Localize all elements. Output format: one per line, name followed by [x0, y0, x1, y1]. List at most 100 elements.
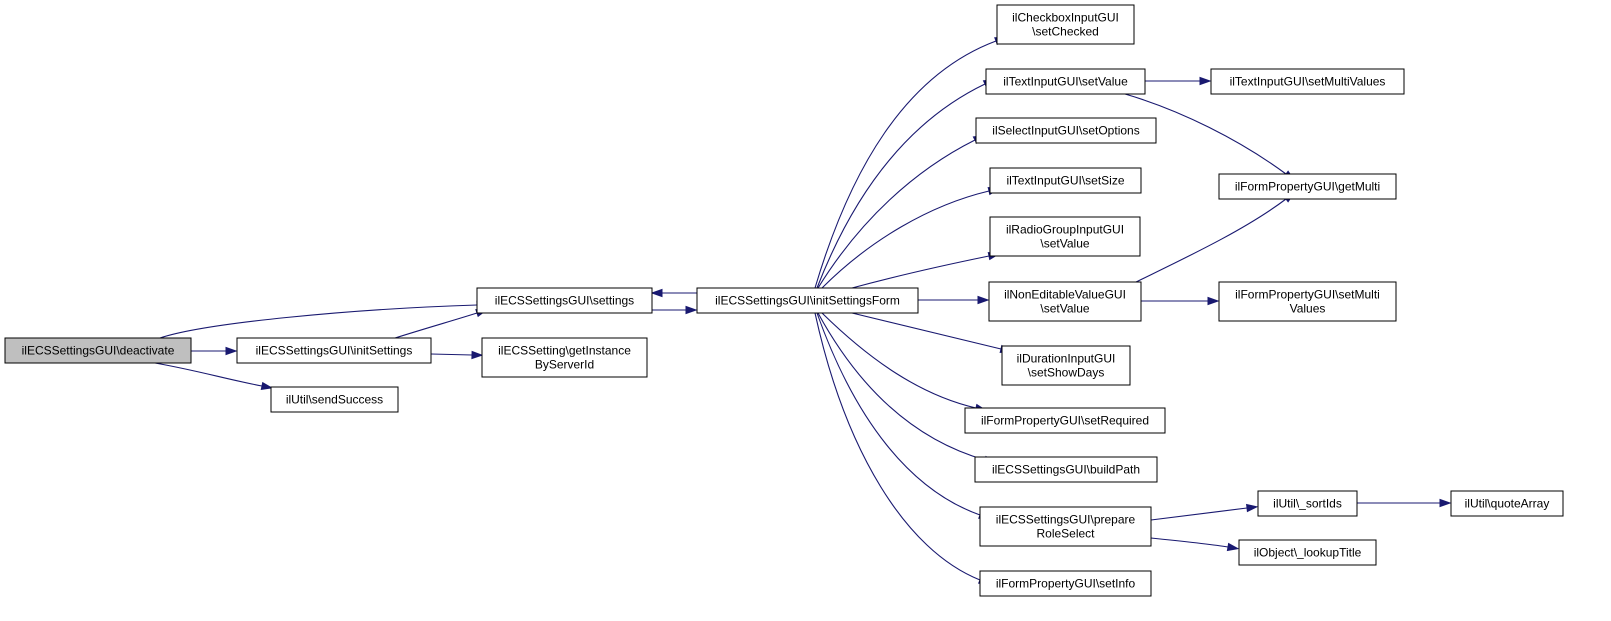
edge-initSettingsForm-to-setShowDays [851, 312, 1013, 353]
node-box [1450, 490, 1564, 517]
node-label: \setChecked [1032, 25, 1099, 39]
node-initSettingsForm[interactable]: ilECSSettingsGUI\initSettingsForm [696, 287, 919, 314]
node-label: ilNonEditableValueGUI [1004, 288, 1126, 302]
node-setMultiValues[interactable]: ilTextInputGUI\setMultiValues [1210, 68, 1405, 95]
node-box [964, 407, 1166, 434]
node-setRequired[interactable]: ilFormPropertyGUI\setRequired [964, 407, 1166, 434]
edge-nonEditSetValue-to-fpSetMultiValues [1141, 296, 1220, 306]
node-box [989, 167, 1142, 194]
node-setChecked[interactable]: ilCheckboxInputGUI\setChecked [996, 4, 1135, 45]
node-label: ilECSSetting\getInstance [498, 344, 631, 358]
edge-initSettingsForm-to-setInfo [814, 312, 991, 585]
node-setInfo[interactable]: ilFormPropertyGUI\setInfo [979, 570, 1152, 597]
node-sortIds[interactable]: ilUtil\_sortIds [1257, 490, 1358, 517]
node-buildPath[interactable]: ilECSSettingsGUI\buildPath [974, 456, 1158, 483]
node-box [989, 216, 1141, 257]
edge-initSettingsForm-to-setRequired [821, 312, 988, 412]
node-label: Values [1290, 302, 1326, 316]
node-label: ilECSSettingsGUI\deactivate [22, 344, 175, 358]
edge-arrowhead [1246, 503, 1259, 513]
node-box [1218, 173, 1397, 200]
node-initSettings[interactable]: ilECSSettingsGUI\initSettings [236, 337, 432, 364]
edge-deactivate-to-initSettings [191, 346, 238, 356]
edge-sortIds-to-quoteArray [1357, 498, 1452, 508]
node-setOptions[interactable]: ilSelectInputGUI\setOptions [975, 117, 1157, 144]
edge-line [816, 312, 981, 516]
node-nonEditSetValue[interactable]: ilNonEditableValueGUI\setValue [988, 281, 1142, 322]
node-label: ilFormPropertyGUI\setRequired [981, 414, 1149, 428]
edge-line [1124, 93, 1287, 175]
node-sendSuccess[interactable]: ilUtil\sendSuccess [270, 386, 399, 413]
edge-arrowhead [1439, 498, 1452, 508]
node-setShowDays[interactable]: ilDurationInputGUI\setShowDays [1001, 345, 1131, 386]
node-radioSetValue[interactable]: ilRadioGroupInputGUI\setValue [989, 216, 1141, 257]
edge-line [1150, 507, 1248, 521]
node-box [975, 117, 1157, 144]
edge-initSettingsForm-to-radioSetValue [851, 252, 1001, 289]
edge-line [851, 312, 1002, 350]
node-box [481, 337, 648, 378]
edge-line [821, 312, 977, 409]
edge-initSettingsForm-to-buildPath [817, 312, 997, 464]
node-label: ByServerId [535, 358, 594, 372]
node-settings[interactable]: ilECSSettingsGUI\settings [476, 287, 653, 314]
node-label: ilTextInputGUI\setValue [1003, 75, 1128, 89]
node-label: ilTextInputGUI\setSize [1006, 174, 1124, 188]
node-box [270, 386, 399, 413]
edge-textSetValue-to-setMultiValues [1145, 76, 1212, 86]
call-graph-nodes: ilECSSettingsGUI\deactivate ilECSSettings… [4, 4, 1564, 597]
node-label: \setValue [1040, 237, 1089, 251]
node-fpSetMultiValues[interactable]: ilFormPropertyGUI\setMultiValues [1218, 281, 1397, 322]
node-box [1257, 490, 1358, 517]
node-lookupTitle[interactable]: ilObject\_lookupTitle [1238, 539, 1377, 566]
edge-line [394, 312, 478, 339]
edge-initSettingsForm-to-setOptions [817, 134, 986, 289]
edge-arrowhead [225, 346, 238, 356]
edge-initSettingsForm-to-prepareRoleSelect [816, 312, 991, 519]
node-label: RoleSelect [1036, 527, 1095, 541]
node-textSetValue[interactable]: ilTextInputGUI\setValue [985, 68, 1146, 95]
node-quoteArray[interactable]: ilUtil\quoteArray [1450, 490, 1564, 517]
node-label: \setShowDays [1028, 366, 1105, 380]
node-deactivate[interactable]: ilECSSettingsGUI\deactivate [4, 337, 192, 364]
edge-arrowhead [977, 295, 990, 305]
node-setSize[interactable]: ilTextInputGUI\setSize [989, 167, 1142, 194]
edge-arrowhead [1226, 542, 1240, 552]
node-getMulti[interactable]: ilFormPropertyGUI\getMulti [1218, 173, 1397, 200]
edge-settings-to-initSettingsForm [652, 305, 698, 315]
edge-line [154, 362, 263, 387]
node-label: ilFormPropertyGUI\setMulti [1235, 288, 1380, 302]
edge-line [817, 312, 986, 461]
node-box [988, 281, 1142, 322]
edge-line [159, 304, 478, 339]
node-box [1210, 68, 1405, 95]
node-box [236, 337, 432, 364]
node-box [974, 456, 1158, 483]
edge-initSettingsForm-to-textSetValue [816, 79, 996, 289]
node-label: ilFormPropertyGUI\setInfo [996, 577, 1136, 591]
edge-line [814, 40, 997, 289]
edge-arrowhead [685, 305, 698, 315]
node-label: ilUtil\_sortIds [1273, 497, 1342, 511]
edge-arrowhead [471, 350, 484, 360]
edge-arrowhead [650, 288, 663, 298]
edge-initSettingsForm-to-settings [650, 288, 697, 298]
edge-arrowhead [1207, 296, 1220, 306]
edge-line [817, 139, 976, 289]
node-label: ilObject\_lookupTitle [1254, 546, 1362, 560]
node-label: ilECSSettingsGUI\initSettingsForm [715, 294, 900, 308]
node-label: ilFormPropertyGUI\getMulti [1235, 180, 1380, 194]
edge-line [1135, 198, 1287, 283]
edge-initSettings-to-settings [394, 309, 488, 339]
node-box [1238, 539, 1377, 566]
edge-line [430, 353, 473, 356]
node-label: ilUtil\quoteArray [1465, 497, 1550, 511]
node-label: ilTextInputGUI\setMultiValues [1230, 75, 1386, 89]
edge-line [1150, 537, 1229, 548]
node-label: ilCheckboxInputGUI [1012, 11, 1119, 25]
node-label: ilECSSettingsGUI\initSettings [256, 344, 413, 358]
node-label: ilSelectInputGUI\setOptions [992, 124, 1139, 138]
node-box [979, 570, 1152, 597]
